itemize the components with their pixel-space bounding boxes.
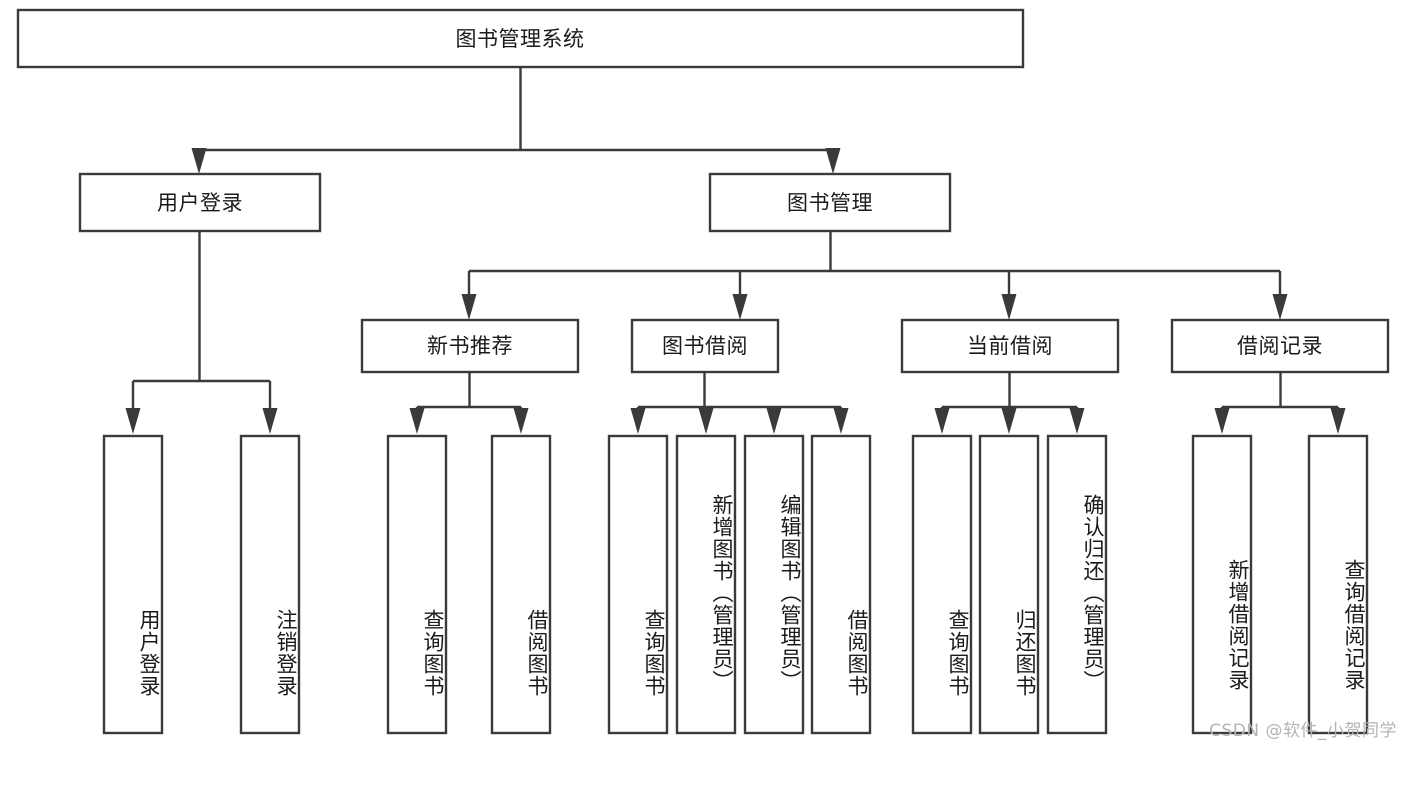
arrow-to-book-borrow — [732, 294, 748, 320]
leaf-box-return-book[interactable] — [978, 434, 1040, 735]
node-current-borrow-label: 当前借阅 — [967, 334, 1053, 358]
node-book-management[interactable]: 图书管理 — [708, 172, 952, 233]
arrow-g4-leaf-1 — [1214, 408, 1230, 434]
node-book-borrow-box[interactable] — [630, 318, 780, 374]
leaf-box-edit-book-admin[interactable] — [743, 434, 805, 735]
node-new-book-recommend-box[interactable] — [360, 318, 580, 374]
arrow-leaf-logout — [262, 408, 278, 434]
node-current-borrow-box[interactable] — [900, 318, 1120, 374]
arrow-g2-leaf-3 — [766, 408, 782, 434]
diagram-canvas: 图书管理系统 用户登录 图书管理 新书推荐 图书借阅 当前借阅 借阅记录 — [16, 8, 1397, 741]
node-book-borrow[interactable]: 图书借阅 — [630, 318, 780, 374]
node-user-login-label: 用户登录 — [157, 191, 243, 215]
arrow-to-new-book-rec — [461, 294, 477, 320]
node-borrow-record[interactable]: 借阅记录 — [1170, 318, 1390, 374]
leaf-box-add-borrow-record[interactable] — [1191, 434, 1253, 735]
node-borrow-record-label: 借阅记录 — [1237, 334, 1323, 358]
arrow-to-current-borrow — [1001, 294, 1017, 320]
leaf-box-query-borrow-record[interactable] — [1307, 434, 1369, 735]
arrow-g3-leaf-1 — [934, 408, 950, 434]
arrow-g2-leaf-4 — [833, 408, 849, 434]
connector-layer — [125, 67, 1346, 434]
leaf-box-query-book-1[interactable] — [386, 434, 448, 735]
node-book-management-box[interactable] — [708, 172, 952, 233]
leaf-box-confirm-return-admin[interactable] — [1046, 434, 1108, 735]
node-book-management-label: 图书管理 — [787, 191, 873, 215]
arrow-leaf-user-login — [125, 408, 141, 434]
leaf-box-query-book-2[interactable] — [607, 434, 669, 735]
arrow-g2-leaf-2 — [698, 408, 714, 434]
diagram-svg: 图书管理系统 用户登录 图书管理 新书推荐 图书借阅 当前借阅 借阅记录 — [16, 8, 1390, 735]
arrow-g4-leaf-2 — [1330, 408, 1346, 434]
node-new-book-recommend[interactable]: 新书推荐 — [360, 318, 580, 374]
watermark-text: CSDN @软件_小贺同学 — [1209, 721, 1397, 741]
arrow-g2-leaf-1 — [630, 408, 646, 434]
node-book-borrow-label: 图书借阅 — [662, 334, 748, 358]
node-borrow-record-box[interactable] — [1170, 318, 1390, 374]
leaf-box-layer — [102, 434, 1369, 735]
arrow-g1-leaf-2 — [513, 408, 529, 434]
leaf-box-add-book-admin[interactable] — [675, 434, 737, 735]
node-root-box[interactable] — [16, 8, 1025, 69]
arrow-to-book-mgmt — [825, 148, 841, 174]
leaf-box-query-book-3[interactable] — [911, 434, 973, 735]
node-new-book-recommend-label: 新书推荐 — [427, 334, 513, 358]
arrow-to-user-login — [191, 148, 207, 174]
leaf-box-borrow-book-1[interactable] — [490, 434, 552, 735]
leaf-box-logout[interactable] — [239, 434, 301, 735]
node-root-label: 图书管理系统 — [456, 27, 585, 51]
leaf-box-user-login[interactable] — [102, 434, 164, 735]
arrow-to-borrow-record — [1272, 294, 1288, 320]
arrow-g3-leaf-3 — [1069, 408, 1085, 434]
node-root[interactable]: 图书管理系统 — [16, 8, 1025, 69]
arrow-g1-leaf-1 — [409, 408, 425, 434]
node-user-login[interactable]: 用户登录 — [78, 172, 322, 233]
leaf-box-borrow-book-2[interactable] — [810, 434, 872, 735]
node-user-login-box[interactable] — [78, 172, 322, 233]
node-current-borrow[interactable]: 当前借阅 — [900, 318, 1120, 374]
arrow-g3-leaf-2 — [1001, 408, 1017, 434]
